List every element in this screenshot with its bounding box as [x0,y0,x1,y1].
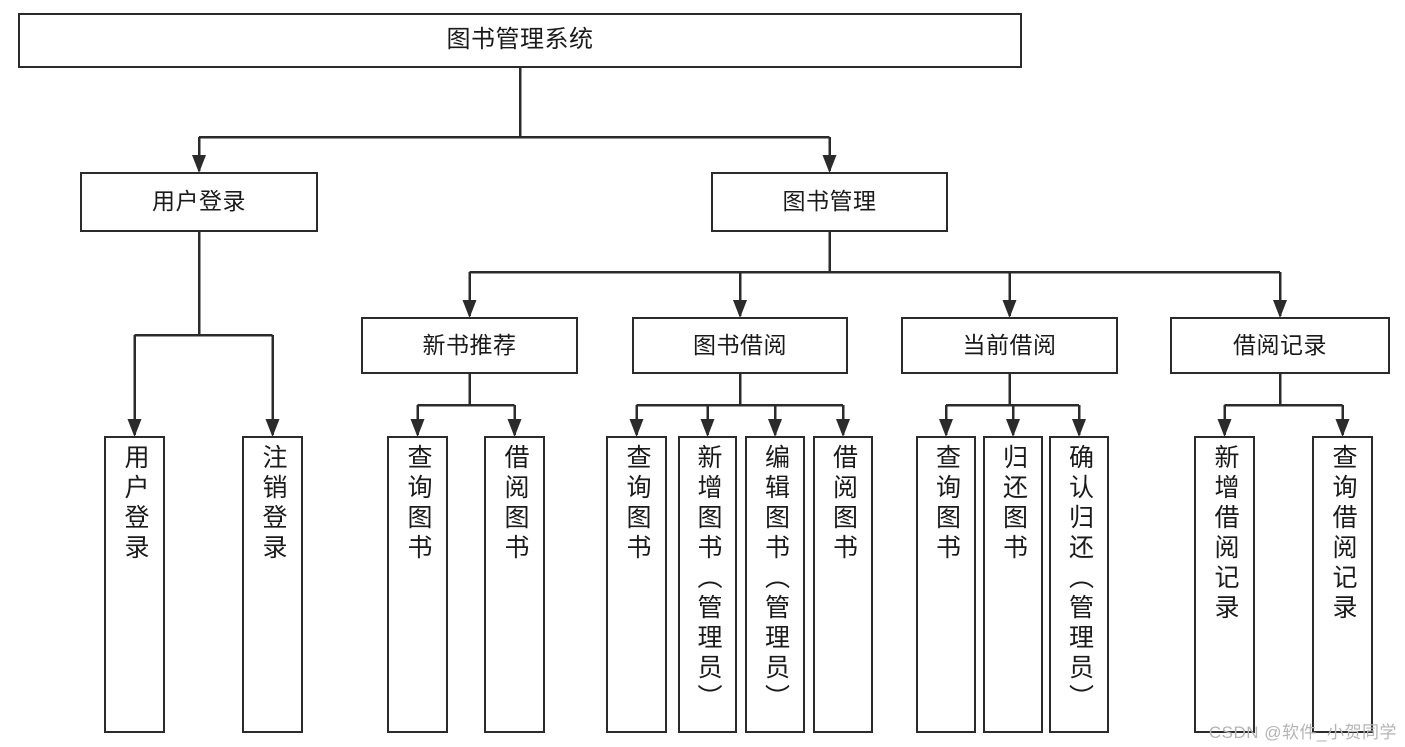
connector-arrowhead [265,419,280,437]
node-leaf-query-book-2[interactable]: 查询图书 [606,436,667,733]
node-leaf-user-login[interactable]: 用户登录 [104,436,165,733]
connector-arrowhead [1006,419,1020,437]
node-new-book-rec[interactable]: 新书推荐 [361,317,578,374]
node-root[interactable]: 图书管理系统 [18,13,1022,68]
connector-arrowhead [192,155,206,173]
node-leaf-query-record[interactable]: 查询借阅记录 [1312,436,1373,733]
connector-arrowhead [836,419,850,437]
node-leaf-query-book-3[interactable]: 查询图书 [916,436,976,733]
node-leaf-logout[interactable]: 注销登录 [242,436,303,733]
node-leaf-borrow-book-2[interactable]: 借阅图书 [813,436,873,733]
node-label-leaf-user-login: 用户登录 [121,444,149,564]
node-label-borrow-record: 借阅记录 [1233,331,1327,358]
node-label-leaf-logout: 注销登录 [259,444,287,564]
connector-arrowhead [410,419,425,437]
connector-arrowhead [1002,300,1017,318]
node-label-book-borrow: 图书借阅 [693,331,787,358]
node-leaf-return-book[interactable]: 归还图书 [983,436,1043,733]
node-label-root: 图书管理系统 [446,26,594,54]
connector-arrowhead [127,419,142,437]
node-user-login[interactable]: 用户登录 [80,172,318,232]
node-leaf-confirm-return[interactable]: 确认归还（管理员） [1049,436,1109,733]
node-book-borrow[interactable]: 图书借阅 [632,317,848,374]
csdn-watermark: CSDN @软件_小贺同学 [1208,723,1397,742]
node-label-leaf-borrow-book-1: 借阅图书 [501,444,529,564]
node-borrow-record[interactable]: 借阅记录 [1170,317,1390,374]
node-label-leaf-query-book-2: 查询图书 [623,444,651,564]
node-leaf-borrow-book-1[interactable]: 借阅图书 [484,436,545,733]
node-label-leaf-add-record: 新增借阅记录 [1211,444,1239,624]
node-label-leaf-query-book-1: 查询图书 [404,444,432,564]
node-label-new-book-rec: 新书推荐 [422,331,517,358]
node-label-leaf-query-book-3: 查询图书 [932,444,961,564]
node-leaf-add-record[interactable]: 新增借阅记录 [1194,436,1255,733]
node-label-leaf-add-book: 新增图书（管理员） [694,444,722,714]
connector-arrowhead [1273,300,1287,318]
connector-arrowhead [462,300,477,318]
node-label-leaf-return-book: 归还图书 [999,444,1028,564]
node-label-leaf-query-record: 查询借阅记录 [1329,444,1357,624]
node-current-borrow[interactable]: 当前借阅 [901,317,1118,374]
connector-arrowhead [700,419,715,437]
connector-arrowhead [939,419,953,437]
node-book-manage[interactable]: 图书管理 [711,172,948,232]
node-label-leaf-confirm-return: 确认归还（管理员） [1065,444,1094,714]
node-label-current-borrow: 当前借阅 [962,331,1057,358]
connector-arrowhead [1072,419,1086,437]
node-leaf-edit-book[interactable]: 编辑图书（管理员） [745,436,805,733]
node-label-book-manage: 图书管理 [782,188,877,215]
connector-arrowhead [733,300,747,318]
node-label-leaf-borrow-book-2: 借阅图书 [829,444,858,564]
connector-arrowhead [1335,419,1350,437]
node-leaf-add-book[interactable]: 新增图书（管理员） [678,436,737,733]
connector-arrowhead [822,155,837,173]
connector-arrowhead [629,419,644,437]
node-label-user-login: 用户登录 [152,188,246,215]
connector-arrowhead [507,419,522,437]
node-label-leaf-edit-book: 编辑图书（管理员） [761,444,790,714]
node-leaf-query-book-1[interactable]: 查询图书 [387,436,448,733]
connector-arrowhead [1217,419,1232,437]
connector-arrowhead [768,419,782,437]
